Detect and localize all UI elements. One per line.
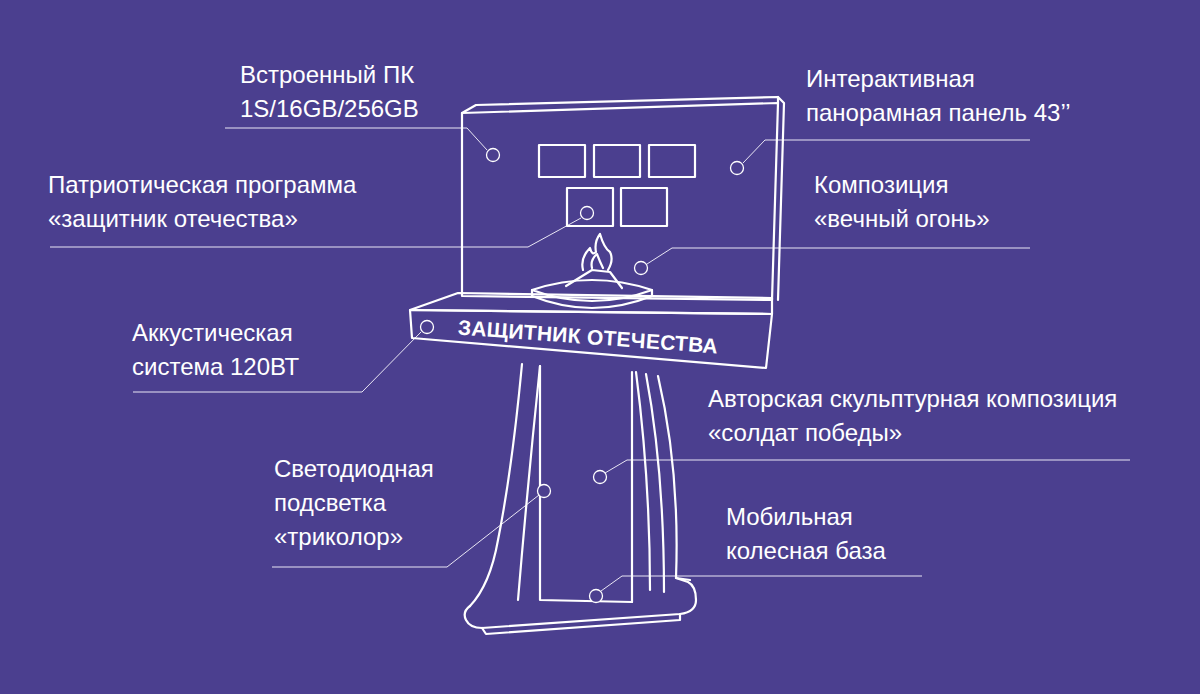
callout-dots	[421, 149, 744, 603]
shelf-band	[410, 310, 772, 368]
leader-line	[743, 140, 1030, 163]
soldier-sculpture	[540, 366, 632, 602]
callout-label: Патриотическая программа «защитник отече…	[48, 168, 398, 236]
flame-bowl	[532, 280, 652, 301]
callout-dot	[581, 207, 594, 220]
callout-dot	[594, 471, 607, 484]
title-band: ЗАЩИТНИК ОТЕЧЕСТВА	[417, 308, 759, 367]
callout-dot	[731, 162, 744, 175]
screen-tile	[621, 188, 667, 226]
callout-dot	[538, 485, 551, 498]
screen-tile	[539, 145, 585, 177]
wheel-base	[482, 614, 680, 634]
screen-tile	[567, 188, 613, 226]
callout-label: Аккустическая система 120ВТ	[132, 316, 342, 384]
callout-dot	[590, 590, 603, 603]
leader-line	[225, 128, 487, 150]
screen-tile	[594, 145, 640, 177]
callout-label: Авторская скульптурная композиция «солда…	[708, 382, 1138, 450]
leader-line	[605, 460, 1130, 473]
callout-label: Светодиодная подсветка «триколор»	[274, 452, 474, 554]
pedestal-curve	[646, 374, 664, 592]
panel-edge	[778, 97, 784, 300]
callout-dot	[635, 262, 648, 275]
pedestal-curve	[518, 366, 540, 600]
soldier-sculpture	[631, 372, 633, 602]
callout-label: Интерактивная панорамная панель 43’’	[806, 62, 1116, 130]
band-text: ЗАЩИТНИК ОТЕЧЕСТВА	[457, 315, 719, 358]
callout-dot	[421, 321, 434, 334]
leader-line	[647, 248, 1030, 264]
callout-label: Мобильная колесная база	[726, 500, 926, 568]
flame	[582, 234, 611, 270]
callout-label: Встроенный ПК 1S/16GB/256GB	[240, 58, 455, 126]
callout-dot	[487, 149, 500, 162]
pedestal-curve	[470, 364, 522, 606]
pedestal-curve	[636, 372, 650, 590]
pedestal-curve	[658, 376, 690, 580]
flame-bowl	[532, 290, 652, 308]
panoramic-panel	[462, 103, 778, 300]
flame-star	[566, 270, 622, 288]
panel-edge	[462, 97, 778, 113]
callout-label: Композиция «вечный огонь»	[814, 168, 1044, 236]
flame	[592, 254, 603, 268]
screen-tile	[649, 145, 695, 177]
